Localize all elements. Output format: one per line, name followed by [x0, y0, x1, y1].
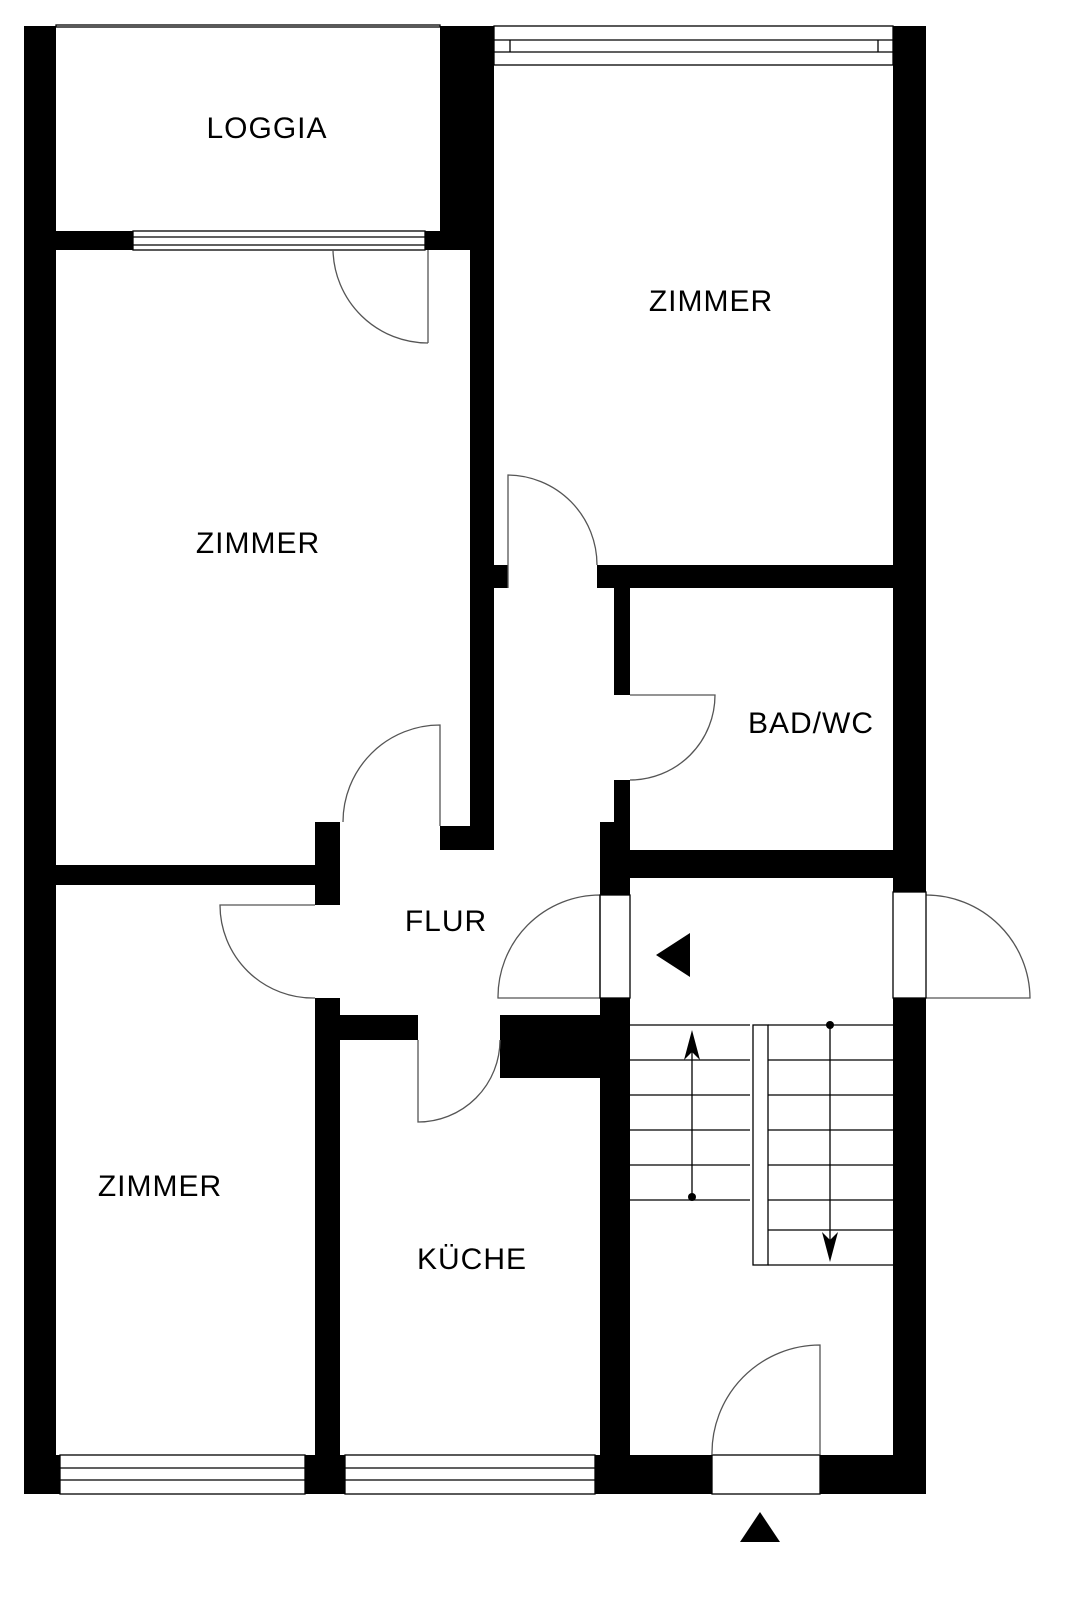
- wall-right-outer-upper: [893, 26, 926, 892]
- doors: [219, 249, 1031, 1456]
- wall-stub-2: [494, 565, 508, 588]
- apartment-entrance-arrow-icon: [656, 933, 690, 977]
- stair-down-arrow-icon: [822, 1232, 838, 1262]
- wall-kueche-top: [340, 1015, 418, 1040]
- room-label-zimmer-left: ZIMMER: [196, 527, 320, 560]
- room-label-zimmer-bottom-left: ZIMMER: [98, 1170, 222, 1203]
- wall-bottom-4: [820, 1455, 926, 1494]
- stair-up-start-dot: [688, 1193, 696, 1201]
- wall-zimmer-lower-top: [56, 865, 316, 885]
- wall-flur-pillar: [315, 822, 340, 905]
- room-label-flur: FLUR: [405, 905, 487, 938]
- wall-stub: [440, 826, 494, 850]
- wall-zimmer-bad: [597, 565, 893, 588]
- wall-stair-left: [600, 998, 630, 1494]
- wall-right-outer-lower: [893, 998, 926, 1494]
- wall-pillar: [600, 822, 630, 895]
- windows: [55, 24, 894, 1495]
- room-label-bad-wc: BAD/WC: [748, 707, 874, 740]
- room-label-loggia: LOGGIA: [206, 112, 327, 145]
- room-label-kueche: KÜCHE: [417, 1243, 527, 1276]
- wall-loggia-right: [440, 26, 494, 231]
- stairs: [630, 1021, 893, 1266]
- wall-loggia-bottom-right: [425, 231, 470, 250]
- building-entrance-arrow-icon: [740, 1512, 780, 1542]
- wall-bad-bottom: [630, 850, 893, 878]
- wall-bottom-3: [595, 1455, 712, 1494]
- wall-loggia-bottom-left: [56, 231, 133, 250]
- wall-zimmer-kueche: [315, 998, 340, 1494]
- stair-down-start-dot: [826, 1021, 834, 1029]
- walls: [24, 26, 926, 1494]
- wall-bad-left-upper: [614, 588, 630, 695]
- wall-zimmer-divider: [470, 231, 494, 850]
- wall-shaft: [500, 1015, 600, 1078]
- room-label-zimmer-top-right: ZIMMER: [649, 285, 773, 318]
- stair-up-arrow-icon: [684, 1030, 700, 1060]
- wall-bad-left-lower: [614, 780, 630, 825]
- wall-bottom-2: [305, 1455, 345, 1494]
- wall-bottom-1: [24, 1455, 60, 1494]
- wall-left-outer: [24, 26, 56, 1494]
